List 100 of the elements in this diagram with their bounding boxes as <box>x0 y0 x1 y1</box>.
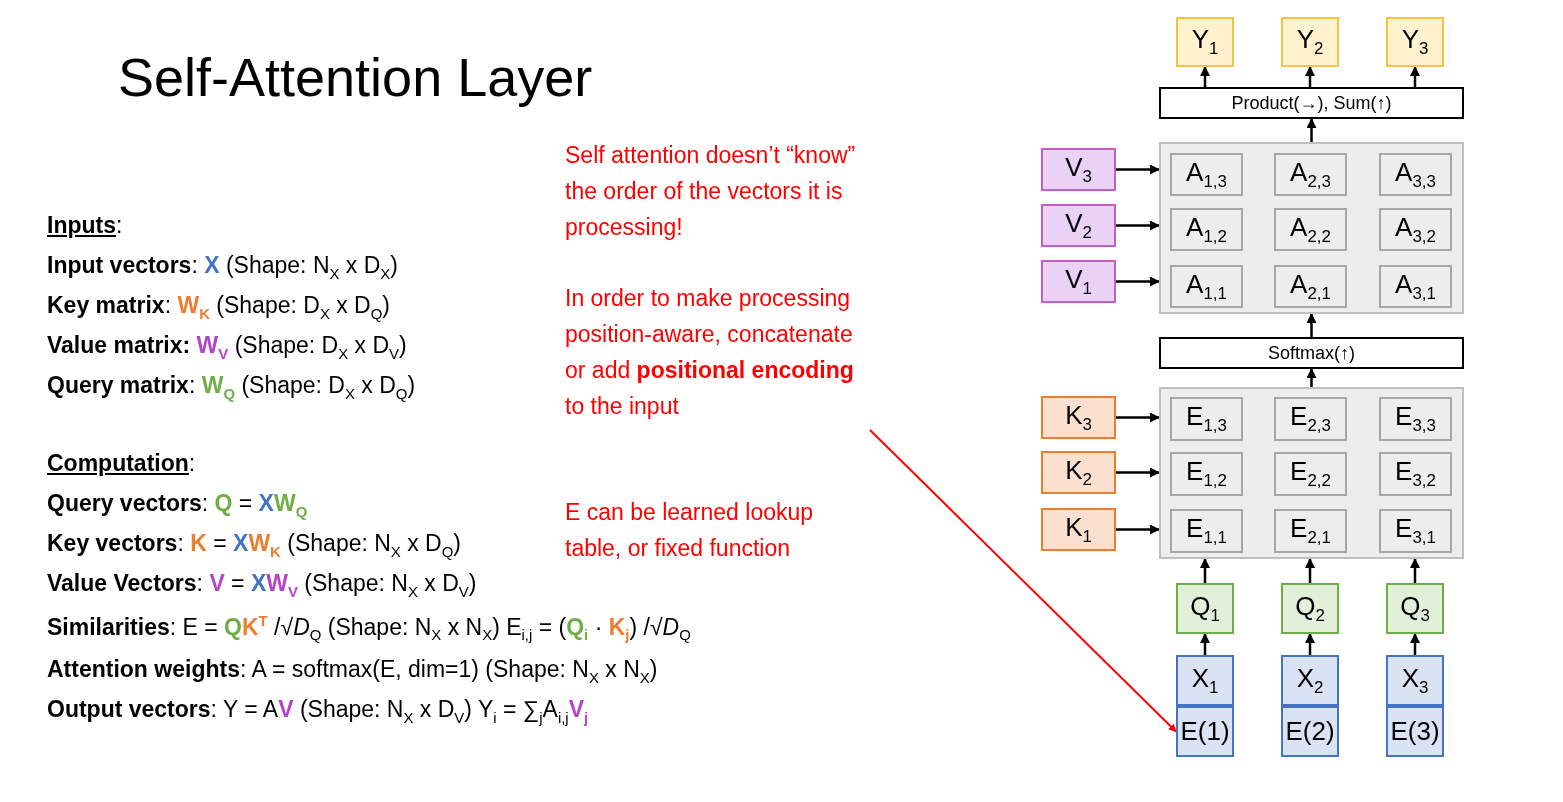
matrix-cell <box>1274 509 1347 553</box>
box-label: K$_{3}$ <box>1065 399 1092 436</box>
input-box <box>1386 655 1444 706</box>
key-box <box>1041 451 1116 494</box>
matrix-cell <box>1170 397 1243 441</box>
input-box <box>1281 655 1339 706</box>
matrix-panel <box>1159 142 1464 314</box>
matrix-cell <box>1170 153 1243 196</box>
formula-text: Output vectors: Y = AV (Shape: N$_{X}$ x D$_{V}$) Y$_{i}$ = ∑$_{j}$A$_{i,j}$V$_{j}$ <box>47 696 589 726</box>
slide-title: Self-Attention Layer <box>118 46 593 108</box>
box-label: Y$_{2}$ <box>1296 24 1324 60</box>
matrix-cell <box>1379 153 1452 196</box>
matrix-cell <box>1379 509 1452 553</box>
value-box <box>1041 204 1116 247</box>
formula-text: Query vectors: Q = XW$_{Q}$ <box>47 490 308 520</box>
box-label: A$_{3,2}$ <box>1395 211 1436 248</box>
input-box <box>1176 655 1234 706</box>
output-box <box>1281 17 1339 67</box>
position-encoding-box <box>1176 706 1234 757</box>
matrix-cell <box>1379 265 1452 308</box>
arrow <box>1306 313 1317 337</box>
arrow <box>1116 276 1160 287</box>
box-label: Q$_{2}$ <box>1295 590 1325 627</box>
annotation-text: Self attention doesn’t “know” the order of the vectors it is processing! <box>565 141 857 242</box>
box-label: K$_{1}$ <box>1065 511 1092 548</box>
arrow <box>1305 558 1315 583</box>
matrix-cell <box>1274 452 1347 496</box>
box-label: V$_{1}$ <box>1065 263 1092 300</box>
section-heading: Inputs: <box>47 212 123 239</box>
box-label: E(2) <box>1285 716 1335 747</box>
pointer-arrow <box>869 429 1177 733</box>
arrow <box>1306 368 1317 387</box>
box-label: K$_{2}$ <box>1065 454 1092 491</box>
box-label: A$_{3,3}$ <box>1395 156 1436 193</box>
box-label: E$_{1,2}$ <box>1186 456 1227 492</box>
arrow <box>1116 467 1160 478</box>
matrix-cell <box>1170 452 1243 496</box>
annotation-text: E can be learned lookup table, or fixed function <box>565 498 815 563</box>
box-label: A$_{2,2}$ <box>1290 211 1331 248</box>
key-box <box>1041 396 1116 439</box>
box-label: V$_{3}$ <box>1065 151 1092 188</box>
matrix-cell <box>1379 208 1452 251</box>
box-label: A$_{3,1}$ <box>1395 268 1436 305</box>
matrix-cell <box>1274 153 1347 196</box>
arrow <box>1116 412 1160 423</box>
query-box <box>1281 583 1339 634</box>
arrow <box>1410 558 1420 583</box>
formula-text: Query matrix: W$_{Q}$ (Shape: D$_{X}$ x D$_{Q}$) <box>47 372 416 402</box>
box-label: A$_{1,1}$ <box>1186 268 1227 305</box>
formula-text: Value matrix: W$_{V}$ (Shape: D$_{X}$ x D$_{V}$) <box>47 332 407 362</box>
box-label: Q$_{3}$ <box>1400 590 1430 627</box>
arrow <box>1410 66 1420 87</box>
box-label: X$_{2}$ <box>1296 662 1324 699</box>
arrow <box>1116 524 1160 535</box>
matrix-cell <box>1274 208 1347 251</box>
arrow <box>1306 118 1317 142</box>
box-label: E(1) <box>1180 716 1230 747</box>
position-encoding-box <box>1386 706 1444 757</box>
matrix-cell <box>1379 397 1452 441</box>
output-box <box>1176 17 1234 67</box>
value-box <box>1041 148 1116 191</box>
output-box <box>1386 17 1444 67</box>
position-encoding-box <box>1281 706 1339 757</box>
arrow <box>1305 633 1315 655</box>
box-label: Y$_{3}$ <box>1401 24 1429 60</box>
box-label: E$_{2,3}$ <box>1290 401 1331 437</box>
key-box <box>1041 508 1116 551</box>
box-label: E$_{3,3}$ <box>1395 401 1436 437</box>
formula-text: Similarities: E = QK$^{T}$ /√D$_{Q}$ (Shape: N$_{X}$ x N$_{X}$) E$_{i,j}$ = (Q$_{i}$ · K$_{j}$) /√D$_{Q}$ <box>47 612 691 644</box>
matrix-cell <box>1170 509 1243 553</box>
matrix-cell <box>1274 265 1347 308</box>
arrow <box>1116 220 1160 231</box>
formula-text: Value Vectors: V = XW$_{V}$ (Shape: N$_{X}$ x D$_{V}$) <box>47 570 477 600</box>
box-label: E$_{1,3}$ <box>1186 401 1227 437</box>
box-label: A$_{2,1}$ <box>1290 268 1331 305</box>
box-label: E$_{3,1}$ <box>1395 513 1436 549</box>
formula-text: Attention weights: A = softmax(E, dim=1) (Shape: N$_{X}$ x N$_{X}$) <box>47 656 658 686</box>
arrow <box>1200 66 1210 87</box>
formula-text: Key vectors: K = XW$_{K}$ (Shape: N$_{X}$ x D$_{Q}$) <box>47 530 461 560</box>
section-heading: Computation: <box>47 450 196 477</box>
formula-text: Input vectors: X (Shape: N$_{X}$ x D$_{X}$) <box>47 252 398 282</box>
box-label: Q$_{1}$ <box>1190 590 1220 627</box>
box-label: E$_{1,1}$ <box>1186 513 1227 549</box>
box-label: E$_{2,1}$ <box>1290 513 1331 549</box>
arrow <box>1410 633 1420 655</box>
box-label: E$_{2,2}$ <box>1290 456 1331 492</box>
box-label: A$_{1,2}$ <box>1186 211 1227 248</box>
matrix-cell <box>1170 265 1243 308</box>
matrix-cell <box>1379 452 1452 496</box>
formula-text: Key matrix: W$_{K}$ (Shape: D$_{X}$ x D$_{Q}$) <box>47 292 391 322</box>
matrix-cell <box>1170 208 1243 251</box>
box-label: E$_{3,2}$ <box>1395 456 1436 492</box>
box-label: E(3) <box>1390 716 1440 747</box>
operation-box <box>1159 87 1464 119</box>
arrow <box>1305 66 1315 87</box>
matrix-panel <box>1159 387 1464 559</box>
box-label: Softmax(↑) <box>1268 342 1355 364</box>
box-label: Y$_{1}$ <box>1191 24 1219 60</box>
box-label: A$_{2,3}$ <box>1290 156 1331 193</box>
annotation-text: In order to make processing position-aware, concatenate or add positional encoding to the input <box>565 280 870 460</box>
